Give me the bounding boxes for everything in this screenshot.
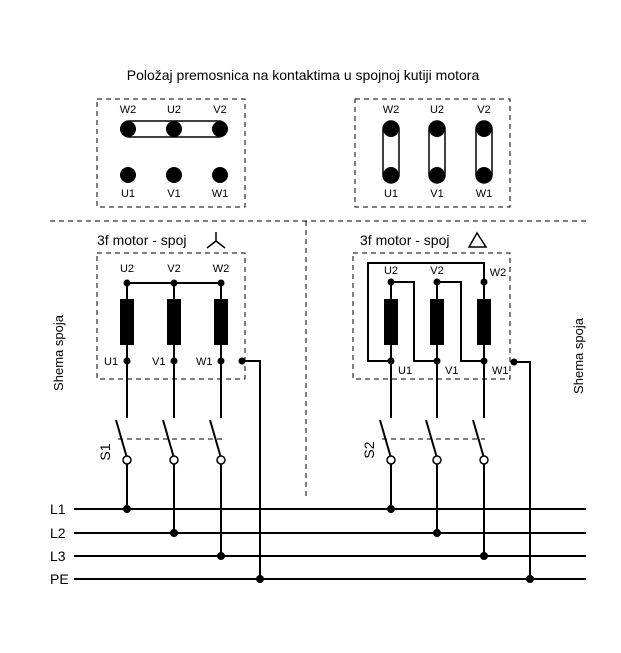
terminal-label: W2 — [383, 104, 400, 116]
diagram-title: Položaj premosnica na kontaktima u spojn… — [127, 67, 480, 83]
winding-v — [430, 299, 444, 345]
terminal-label: V2 — [213, 104, 226, 116]
terminal-label: U2 — [430, 104, 444, 116]
winding-label: W2 — [490, 267, 507, 279]
switch-label-s1: S1 — [97, 443, 113, 460]
motor-title-delta: 3f motor - spoj — [360, 232, 449, 248]
terminal-box-star: W2 U2 V2 U1 V1 W1 — [96, 98, 246, 208]
star-symbol-icon — [206, 232, 226, 249]
winding-u — [384, 299, 398, 345]
winding-label: W2 — [213, 263, 230, 275]
pe-wire-left — [242, 360, 261, 579]
winding-label: U1 — [398, 365, 412, 377]
terminal-label: U1 — [384, 188, 398, 200]
winding-u — [120, 299, 134, 345]
winding-w — [214, 299, 228, 345]
side-label-right: Shema spoja — [571, 317, 586, 394]
winding-label: W1 — [492, 365, 509, 377]
winding-v — [167, 299, 181, 345]
winding-label: V1 — [445, 365, 458, 377]
winding-label: U2 — [384, 265, 398, 277]
delta-wire-v2-w1 — [437, 281, 484, 362]
switch-s1 — [115, 419, 226, 465]
terminal-box-delta: W2 U2 V2 U1 V1 W1 — [354, 98, 511, 208]
side-label-left: Shema spoja — [51, 314, 66, 391]
terminal — [166, 121, 182, 137]
terminal — [212, 167, 228, 183]
bus-label-l1: L1 — [50, 501, 66, 517]
bus-label-l2: L2 — [50, 525, 66, 541]
terminal-label: U2 — [167, 104, 181, 116]
terminal-label: W2 — [120, 104, 137, 116]
bus-label-l3: L3 — [50, 548, 66, 564]
winding-label: V1 — [152, 356, 165, 368]
terminal — [120, 167, 136, 183]
terminal — [212, 121, 228, 137]
terminal — [383, 167, 399, 183]
winding-label: V2 — [167, 263, 180, 275]
delta-wire-w2-u1 — [367, 262, 485, 362]
supply-bus: L1 L2 L3 PE — [50, 501, 586, 587]
switch-s2 — [379, 419, 489, 465]
terminal — [476, 167, 492, 183]
terminal — [166, 167, 182, 183]
winding-label: V2 — [430, 265, 443, 277]
terminal — [383, 121, 399, 137]
motor-box-delta — [352, 252, 511, 380]
winding-label: U1 — [104, 356, 118, 368]
terminal — [120, 121, 136, 137]
terminal — [429, 121, 445, 137]
switch-label-s2: S2 — [361, 441, 377, 458]
delta-wire-u2-v1 — [391, 281, 437, 362]
motor-box-star — [96, 252, 246, 380]
terminal — [429, 167, 445, 183]
terminal-label: V1 — [167, 188, 180, 200]
pe-wire-right — [514, 361, 531, 579]
terminal-label: W1 — [212, 188, 229, 200]
winding-w — [477, 299, 491, 345]
winding-label: W1 — [196, 356, 213, 368]
terminal-label: U1 — [121, 188, 135, 200]
terminal-label: V1 — [430, 188, 443, 200]
terminal — [476, 121, 492, 137]
motor-title-star: 3f motor - spoj — [97, 232, 186, 248]
bus-label-pe: PE — [50, 571, 69, 587]
delta-symbol-icon — [467, 231, 488, 248]
terminal-label: V2 — [477, 104, 490, 116]
winding-label: U2 — [120, 263, 134, 275]
terminal-label: W1 — [476, 188, 493, 200]
